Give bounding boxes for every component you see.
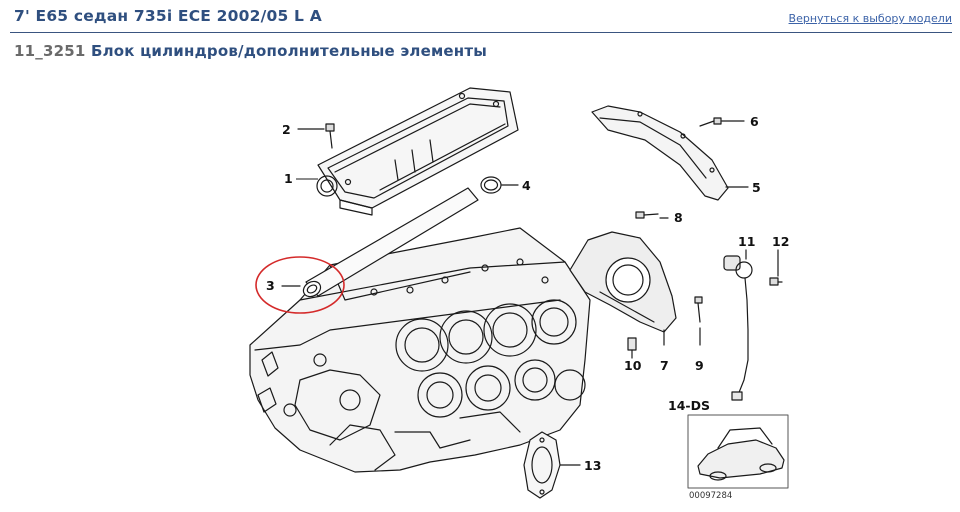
callout-13[interactable]: 13 <box>584 458 601 473</box>
knock-sensor-11-drawing <box>723 249 753 401</box>
bolt-8-drawing <box>635 211 669 219</box>
callout-14-ds[interactable]: 14-DS <box>668 398 710 413</box>
callout-9[interactable]: 9 <box>695 358 704 373</box>
callout-7[interactable]: 7 <box>660 358 669 373</box>
model-title: 7' E65 седан 735i ECE 2002/05 L A <box>14 7 322 25</box>
callout-10[interactable]: 10 <box>624 358 642 373</box>
callout-6[interactable]: 6 <box>750 114 759 129</box>
callout-8[interactable]: 8 <box>674 210 683 225</box>
callout-4[interactable]: 4 <box>522 178 531 193</box>
bolt-6-drawing <box>699 117 745 127</box>
callout-2[interactable]: 2 <box>282 122 291 137</box>
header-bar: 7' E65 седан 735i ECE 2002/05 L A Вернут… <box>10 0 952 33</box>
callout-1[interactable]: 1 <box>284 171 293 186</box>
group-name: Блок цилиндров/дополнительные элементы <box>90 42 488 60</box>
bolt-9-drawing <box>694 296 703 346</box>
back-to-model-selection-link[interactable]: Вернуться к выбору модели <box>788 12 952 25</box>
timing-cover-5-drawing <box>591 105 749 201</box>
parts-diagram: 1 2 3 4 5 6 7 8 9 10 11 12 13 14-DS 0009… <box>249 87 789 501</box>
callout-11[interactable]: 11 <box>738 234 755 249</box>
upper-cover-drawing <box>316 87 519 216</box>
callout-5[interactable]: 5 <box>752 180 761 195</box>
highlight-circle <box>255 256 345 314</box>
bolt-12-drawing <box>769 249 783 286</box>
callout-3[interactable]: 3 <box>266 278 275 293</box>
dowel-10-drawing <box>627 337 637 359</box>
seal-flange-7-drawing <box>569 231 677 346</box>
group-title: 11_3251 Блок цилиндров/дополнительные эл… <box>14 42 487 60</box>
vehicle-thumbnail <box>687 414 789 489</box>
bolt-2-drawing <box>297 123 335 149</box>
pipe-3-drawing <box>281 187 479 298</box>
gasket-13-drawing <box>523 431 581 499</box>
callout-12[interactable]: 12 <box>772 234 789 249</box>
cylinder-block-drawing <box>249 227 591 473</box>
diagram-reference-number: 00097284 <box>689 491 732 501</box>
o-ring-4-drawing <box>480 176 519 194</box>
group-code: 11_3251 <box>14 42 86 60</box>
